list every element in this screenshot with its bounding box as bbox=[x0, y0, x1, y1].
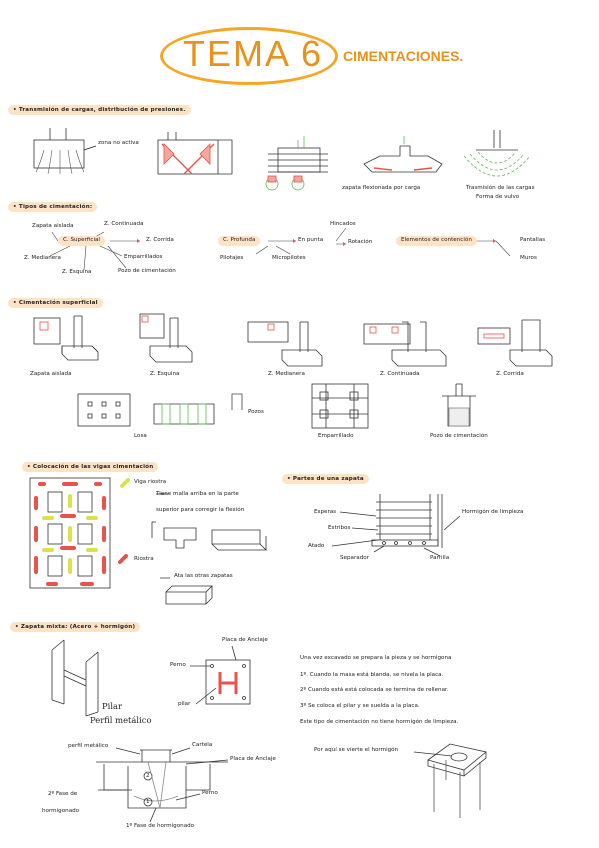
footing-aislada-sketch bbox=[33, 315, 99, 361]
title-oval bbox=[160, 27, 338, 85]
label-por-aqui: Por aquí se vierte el hormigón bbox=[314, 747, 399, 753]
label-viga-text2: superior para corregir la flexión bbox=[156, 507, 245, 513]
label-losa: Losa bbox=[134, 433, 147, 439]
label-perfil-metalico-2: perfil metálico bbox=[68, 743, 109, 749]
section-heading-vigas: • Colocación de las vigas cimentación bbox=[22, 462, 159, 472]
label-z-medianera: Z. Medianera bbox=[24, 255, 61, 261]
label-zapata-aislada: Zapata aislada bbox=[32, 223, 74, 229]
label-forma-vulvo: Forma de vulvo bbox=[476, 194, 520, 200]
label-zapata-flexionada: zapata flexionada por carga bbox=[342, 185, 421, 191]
label-rotacion: Rotación bbox=[348, 239, 373, 245]
label-emparrillado: Emparrillado bbox=[318, 433, 354, 439]
label-esquina: Z. Esquina bbox=[150, 371, 180, 377]
label-emparrillados: Emparrillados bbox=[124, 254, 163, 260]
label-pozo-cimentacion: Pozo de cimentación bbox=[118, 268, 176, 274]
label-num-2: 2 bbox=[146, 773, 150, 779]
bulb-sketch bbox=[463, 130, 531, 177]
label-segunda-fase-1: 2º Fase de bbox=[48, 791, 78, 797]
page-subtitle: CIMENTACIONES. bbox=[343, 48, 464, 64]
footing-medianera-sketch bbox=[247, 321, 323, 367]
label-primera-fase: 1º Fase de hormigonado bbox=[126, 823, 195, 829]
text-line-3: 2º Cuando está está colocada se termina … bbox=[300, 687, 449, 693]
footing-corrida-sketch bbox=[477, 319, 553, 367]
label-aislada: Zapata aislada bbox=[30, 371, 72, 377]
section-heading-tipos: • Tipos de cimentación: bbox=[8, 202, 98, 212]
label-continuada: Z. Continuada bbox=[380, 371, 420, 377]
label-z-esquina: Z. Esquina bbox=[62, 269, 92, 275]
losa-sketch bbox=[77, 393, 131, 427]
layers-sketch bbox=[265, 136, 328, 191]
label-c-profunda: C. Profunda bbox=[218, 236, 261, 246]
label-num-1: 1 bbox=[146, 799, 150, 805]
label-z-corrida: Z. Corrida bbox=[146, 237, 174, 243]
type-tree-lines bbox=[49, 227, 511, 271]
label-elementos-contencion: Elementos de contención bbox=[396, 236, 477, 246]
label-pilotajes: Pilotajes bbox=[220, 255, 244, 261]
pressure-sketch bbox=[157, 132, 233, 175]
emparrillado-sketch bbox=[311, 383, 369, 429]
label-perfil-metalico: Perfil metálico bbox=[90, 715, 152, 725]
label-en-punta: En punta bbox=[298, 237, 324, 243]
label-transmision-cargas: Trasmisión de las cargas bbox=[466, 185, 535, 191]
section-heading-cim-superficial: • Cimentación superficial bbox=[8, 298, 103, 308]
label-hincados: Hincados bbox=[330, 221, 356, 227]
section-heading-transmision: • Transmisión de cargas, distribución de… bbox=[8, 105, 191, 115]
mixed-footing-sketch bbox=[51, 639, 487, 823]
text-line-4: 3º Se coloca el pilar y se suelda a la p… bbox=[300, 703, 420, 709]
label-cartela: Cartela bbox=[192, 742, 213, 748]
label-pantallas: Pantallas bbox=[520, 237, 546, 243]
text-line-1: Una vez excavado se prepara la pieza y s… bbox=[300, 655, 452, 661]
label-hormigon-limpieza: Hormigón de limpieza bbox=[462, 509, 524, 515]
pozos-sketch bbox=[153, 393, 243, 425]
label-zona-no-activa: zona no activa bbox=[98, 140, 139, 146]
label-c-superficial: C. Superficial bbox=[58, 236, 105, 246]
label-pozo: Pozo de cimentación bbox=[430, 433, 488, 439]
label-viga-text1: Tiene malla arriba en la parte bbox=[156, 491, 239, 497]
label-micropilotes: Micropilotes bbox=[272, 255, 306, 261]
text-line-5: Este tipo de cimentación no tiene hormig… bbox=[300, 719, 459, 725]
page-title: TEMA 6 bbox=[183, 33, 324, 74]
label-muros: Muros bbox=[520, 255, 537, 261]
label-perno: Perno bbox=[170, 662, 186, 668]
label-riostra-text: Ata las otras zapatas bbox=[174, 573, 233, 579]
label-pilar: Pilar bbox=[102, 701, 122, 711]
section-heading-zapata-mixta: • Zapata mixta: (Acero + hormigón) bbox=[10, 622, 141, 632]
label-atado: Atado bbox=[308, 543, 325, 549]
foundation-load-sketch bbox=[33, 128, 97, 175]
label-esperas: Esperas bbox=[314, 509, 337, 515]
label-z-continuada: Z. Continuada bbox=[104, 221, 144, 227]
label-segunda-fase-2: hormigonado bbox=[42, 808, 80, 814]
label-parrilla: Parrilla bbox=[430, 555, 450, 561]
label-riostra: Riostra bbox=[134, 556, 154, 562]
label-pozos-tag: Pozos bbox=[248, 409, 264, 415]
label-estribos: Estribos bbox=[328, 525, 351, 531]
label-separador: Separador bbox=[340, 555, 369, 561]
footing-parts-sketch bbox=[331, 494, 461, 557]
footing-continuada-sketch bbox=[363, 321, 447, 367]
beam-layout bbox=[29, 477, 267, 605]
label-perno-2: Perno bbox=[202, 790, 218, 796]
text-line-2: 1º. Cuando la masa está blanda, se nivel… bbox=[300, 672, 444, 678]
label-placa-anclaje: Placa de Anclaje bbox=[222, 637, 268, 643]
label-placa-anclaje-2: Placa de Anclaje bbox=[230, 756, 276, 762]
label-corrida: Z. Corrida bbox=[496, 371, 524, 377]
pozo-sketch bbox=[442, 383, 476, 427]
section-heading-partes-zapata: • Partes de una zapata bbox=[282, 474, 369, 484]
flexed-footing-sketch bbox=[363, 136, 443, 173]
label-medianera: Z. Medianera bbox=[268, 371, 305, 377]
footing-esquina-sketch bbox=[139, 313, 193, 363]
label-pilar-small: pilar bbox=[178, 701, 191, 707]
label-viga-riostra: Viga riostra bbox=[134, 479, 167, 485]
